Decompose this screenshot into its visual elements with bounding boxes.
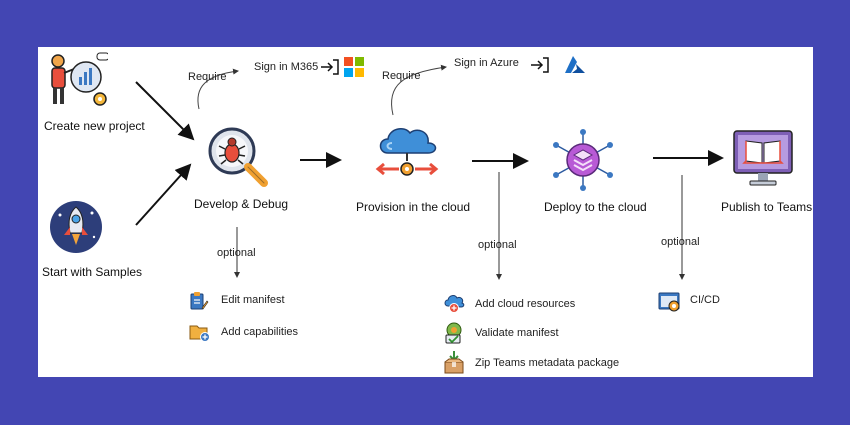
optional-label-deploy: optional bbox=[661, 236, 700, 248]
azure-logo-icon bbox=[563, 55, 587, 75]
ci-cd-label: CI/CD bbox=[690, 294, 720, 306]
require-curve-azure bbox=[391, 64, 447, 116]
arrow-samples-to-develop bbox=[135, 163, 192, 226]
rocket-icon bbox=[48, 199, 104, 255]
validate-manifest-icon bbox=[443, 322, 465, 344]
require-label-azure: Require bbox=[382, 70, 421, 82]
bug-magnifier-icon bbox=[206, 125, 272, 191]
sign-in-azure-label: Sign in Azure bbox=[454, 57, 519, 69]
create-project-label: Create new project bbox=[44, 119, 145, 133]
cloud-provision-icon bbox=[372, 121, 442, 187]
add-capabilities-icon bbox=[189, 322, 211, 342]
sign-in-arrow-icon bbox=[320, 58, 340, 76]
require-curve-m365 bbox=[197, 68, 239, 110]
optional-label-develop: optional bbox=[217, 247, 256, 259]
connector-arrows bbox=[135, 64, 724, 280]
edit-manifest-label: Edit manifest bbox=[221, 294, 285, 306]
diagram-canvas: Create new project Start with Samples Re… bbox=[38, 47, 813, 377]
sign-in-arrow-icon bbox=[530, 56, 550, 74]
zip-package-icon bbox=[443, 350, 465, 374]
provision-label: Provision in the cloud bbox=[356, 200, 471, 214]
monitor-book-icon bbox=[732, 129, 794, 189]
start-samples-label: Start with Samples bbox=[42, 265, 143, 279]
add-capabilities-label: Add capabilities bbox=[221, 326, 299, 338]
ci-cd-icon bbox=[658, 291, 682, 313]
sign-in-m365-label: Sign in M365 bbox=[254, 61, 319, 73]
arrow-create-to-develop bbox=[135, 81, 195, 141]
deploy-layers-icon bbox=[548, 129, 618, 191]
presenter-chart-icon bbox=[48, 51, 110, 111]
microsoft-logo-icon bbox=[344, 57, 364, 77]
validate-manifest-label: Validate manifest bbox=[475, 327, 559, 339]
edit-manifest-icon bbox=[189, 291, 209, 311]
require-label-m365: Require bbox=[188, 71, 227, 83]
optional-label-provision: optional bbox=[478, 239, 517, 251]
zip-teams-metadata-label: Zip Teams metadata package bbox=[475, 357, 620, 369]
add-cloud-resources-label: Add cloud resources bbox=[475, 298, 576, 310]
cloud-add-icon bbox=[443, 293, 465, 313]
deploy-label: Deploy to the cloud bbox=[544, 200, 647, 214]
develop-debug-label: Develop & Debug bbox=[194, 197, 289, 211]
publish-label: Publish to Teams bbox=[721, 200, 813, 214]
